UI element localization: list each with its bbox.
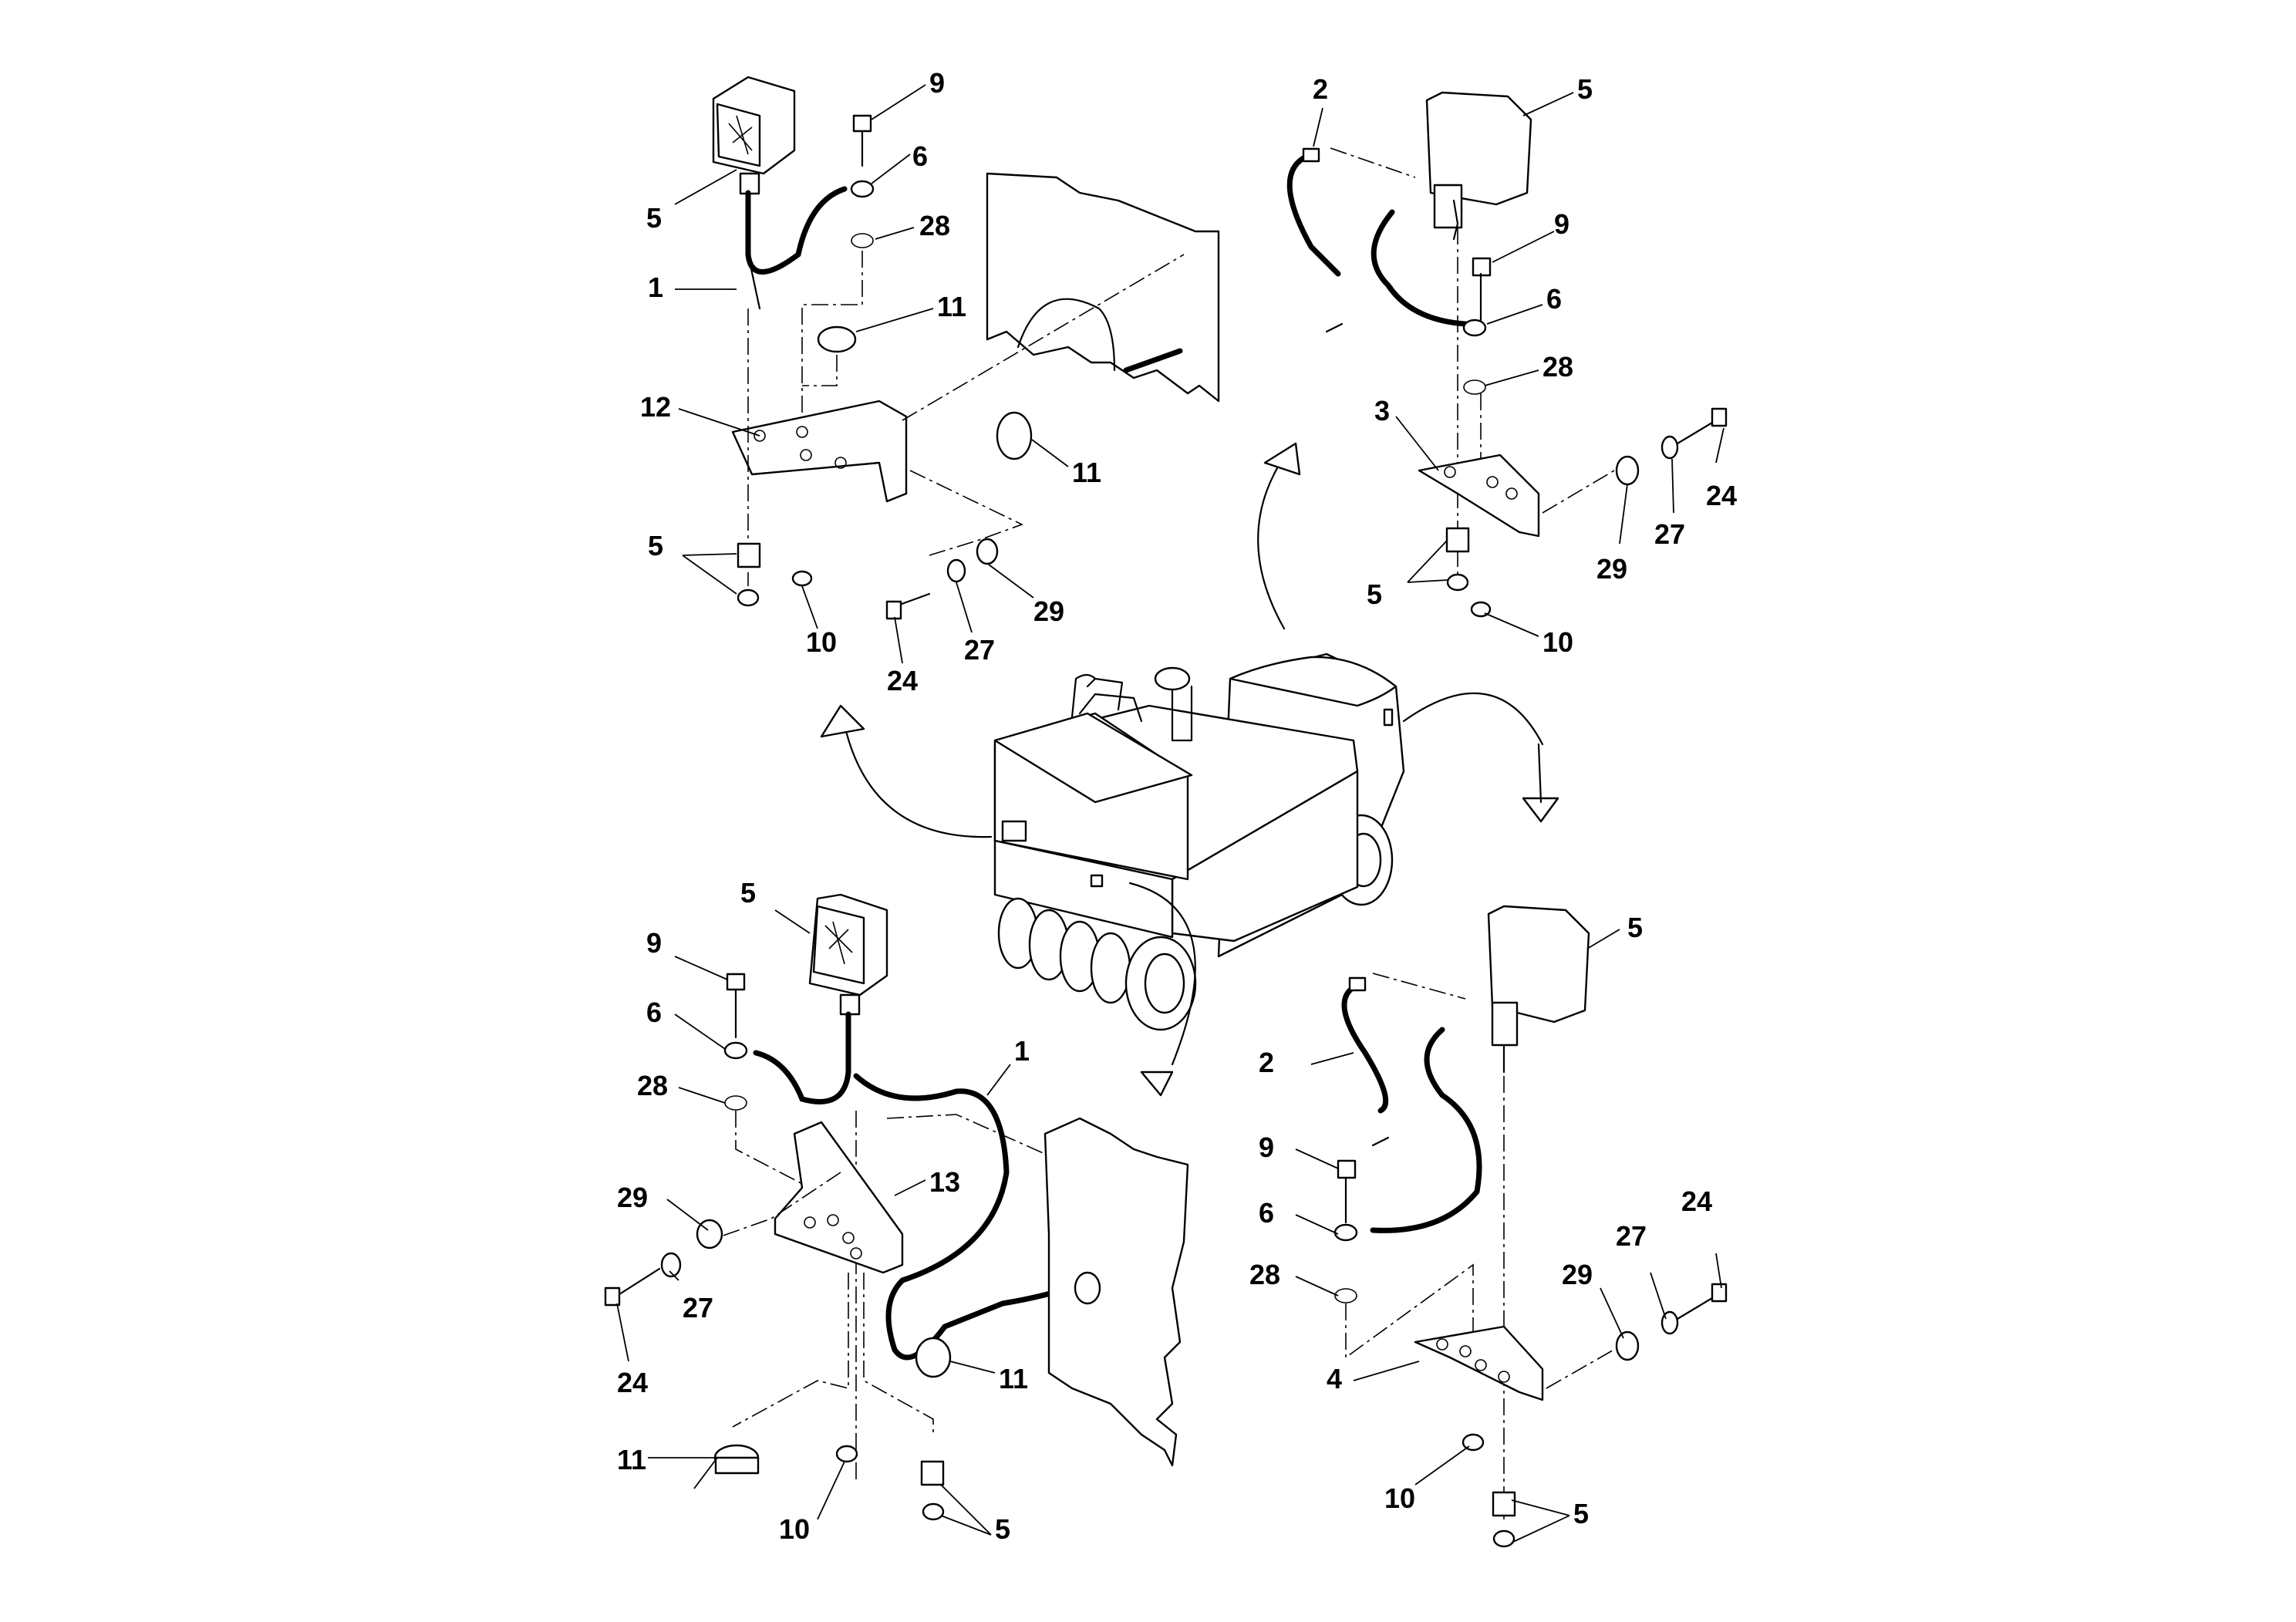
- leader-lines: [616, 84, 1725, 1543]
- roller-machine: [993, 653, 1405, 1031]
- callout-27: 27: [1654, 518, 1685, 550]
- callout-28: 28: [919, 210, 950, 241]
- callout-27: 27: [964, 634, 995, 666]
- top-right-assembly: [1286, 91, 1728, 618]
- body-panel: [1043, 1117, 1189, 1467]
- callout-5: 5: [1577, 73, 1593, 105]
- callout-29: 29: [1033, 595, 1064, 627]
- callout-11: 11: [937, 291, 966, 322]
- callout-9: 9: [929, 67, 945, 99]
- callout-28: 28: [1542, 351, 1573, 383]
- callout-24: 24: [1681, 1185, 1712, 1217]
- callout-29: 29: [1562, 1259, 1593, 1290]
- callout-5: 5: [646, 202, 662, 234]
- callout-10: 10: [779, 1513, 810, 1545]
- callout-6: 6: [1259, 1197, 1274, 1229]
- callout-10: 10: [806, 626, 837, 658]
- bottom-right-assembly: [1333, 905, 1728, 1548]
- front-wheels: [997, 897, 1197, 1031]
- callout-24: 24: [1706, 480, 1737, 511]
- callout-11: 11: [617, 1444, 646, 1475]
- callout-28: 28: [637, 1070, 668, 1101]
- callout-12: 12: [640, 391, 671, 423]
- callout-5: 5: [1627, 912, 1643, 943]
- callout-4: 4: [1327, 1363, 1342, 1394]
- callout-11: 11: [999, 1363, 1028, 1394]
- bottom-left-assembly: [604, 893, 1189, 1521]
- callout-5: 5: [1573, 1498, 1589, 1529]
- callout-1: 1: [648, 271, 663, 303]
- body-panel: [986, 172, 1220, 403]
- callout-24: 24: [617, 1367, 648, 1398]
- callout-9: 9: [1554, 208, 1569, 240]
- bracket-4: [1414, 1325, 1544, 1401]
- bracket-13: [774, 1121, 904, 1274]
- callout-2: 2: [1259, 1047, 1274, 1078]
- direction-arrows: [820, 442, 1559, 1097]
- callout-10: 10: [1384, 1482, 1415, 1514]
- callout-28: 28: [1249, 1259, 1280, 1290]
- callout-29: 29: [617, 1182, 648, 1213]
- top-left-assembly: [712, 76, 1220, 620]
- callout-6: 6: [646, 996, 662, 1028]
- callout-6: 6: [1546, 283, 1562, 315]
- callout-13: 13: [929, 1166, 960, 1198]
- bracket-12: [731, 400, 908, 503]
- callout-5: 5: [995, 1513, 1010, 1545]
- callout-5: 5: [648, 530, 663, 561]
- callout-24: 24: [887, 665, 918, 696]
- callout-9: 9: [1259, 1131, 1274, 1163]
- callout-labels: 5 9 6 28 1 11 12 11 5 10 24 27 29 2 5 9 …: [617, 67, 1737, 1545]
- callout-27: 27: [683, 1292, 713, 1324]
- callout-29: 29: [1596, 553, 1627, 585]
- bracket-3: [1418, 454, 1540, 538]
- callout-1: 1: [1014, 1035, 1030, 1067]
- callout-5: 5: [1367, 578, 1382, 610]
- callout-2: 2: [1313, 73, 1328, 105]
- callout-3: 3: [1374, 395, 1390, 427]
- callout-9: 9: [646, 927, 662, 959]
- callout-5: 5: [740, 877, 756, 909]
- callout-6: 6: [912, 140, 928, 172]
- callout-10: 10: [1542, 626, 1573, 658]
- callout-27: 27: [1616, 1220, 1647, 1252]
- callout-11: 11: [1072, 457, 1101, 488]
